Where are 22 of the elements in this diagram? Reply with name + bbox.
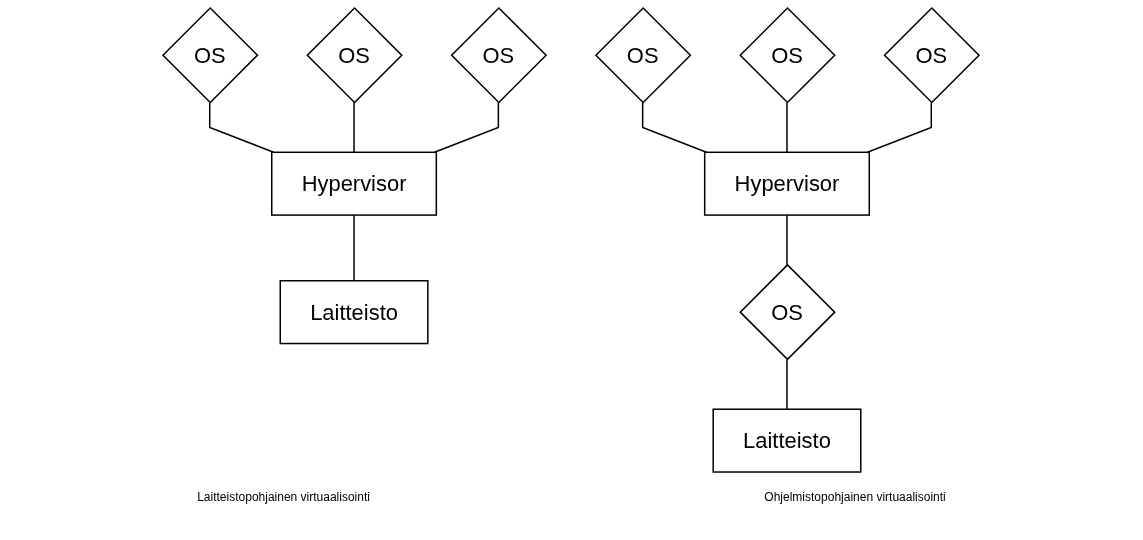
connector <box>786 101 789 154</box>
node-diamond: OS <box>162 6 259 104</box>
node-diamond: OS <box>306 6 404 104</box>
caption: Laitteistopohjainen virtuaalisointi <box>197 490 370 504</box>
connector <box>786 214 789 266</box>
node-diamond: OS <box>595 6 692 104</box>
connector <box>642 101 708 154</box>
connector <box>353 101 356 154</box>
node-diamond: OS <box>739 6 837 104</box>
node-diamond: OS <box>451 6 548 104</box>
connector <box>209 101 275 154</box>
caption: Ohjelmistopohjainen virtuaalisointi <box>764 490 946 504</box>
node-box: Laitteisto <box>712 408 862 473</box>
connector <box>786 358 789 410</box>
connector <box>867 101 933 154</box>
node-diamond: OS <box>883 6 981 104</box>
connector <box>434 101 500 154</box>
node-box: Hypervisor <box>271 151 438 216</box>
node-box: Hypervisor <box>704 151 871 216</box>
connector <box>353 214 356 282</box>
node-diamond: OS <box>739 263 837 361</box>
node-box: Laitteisto <box>280 280 430 345</box>
